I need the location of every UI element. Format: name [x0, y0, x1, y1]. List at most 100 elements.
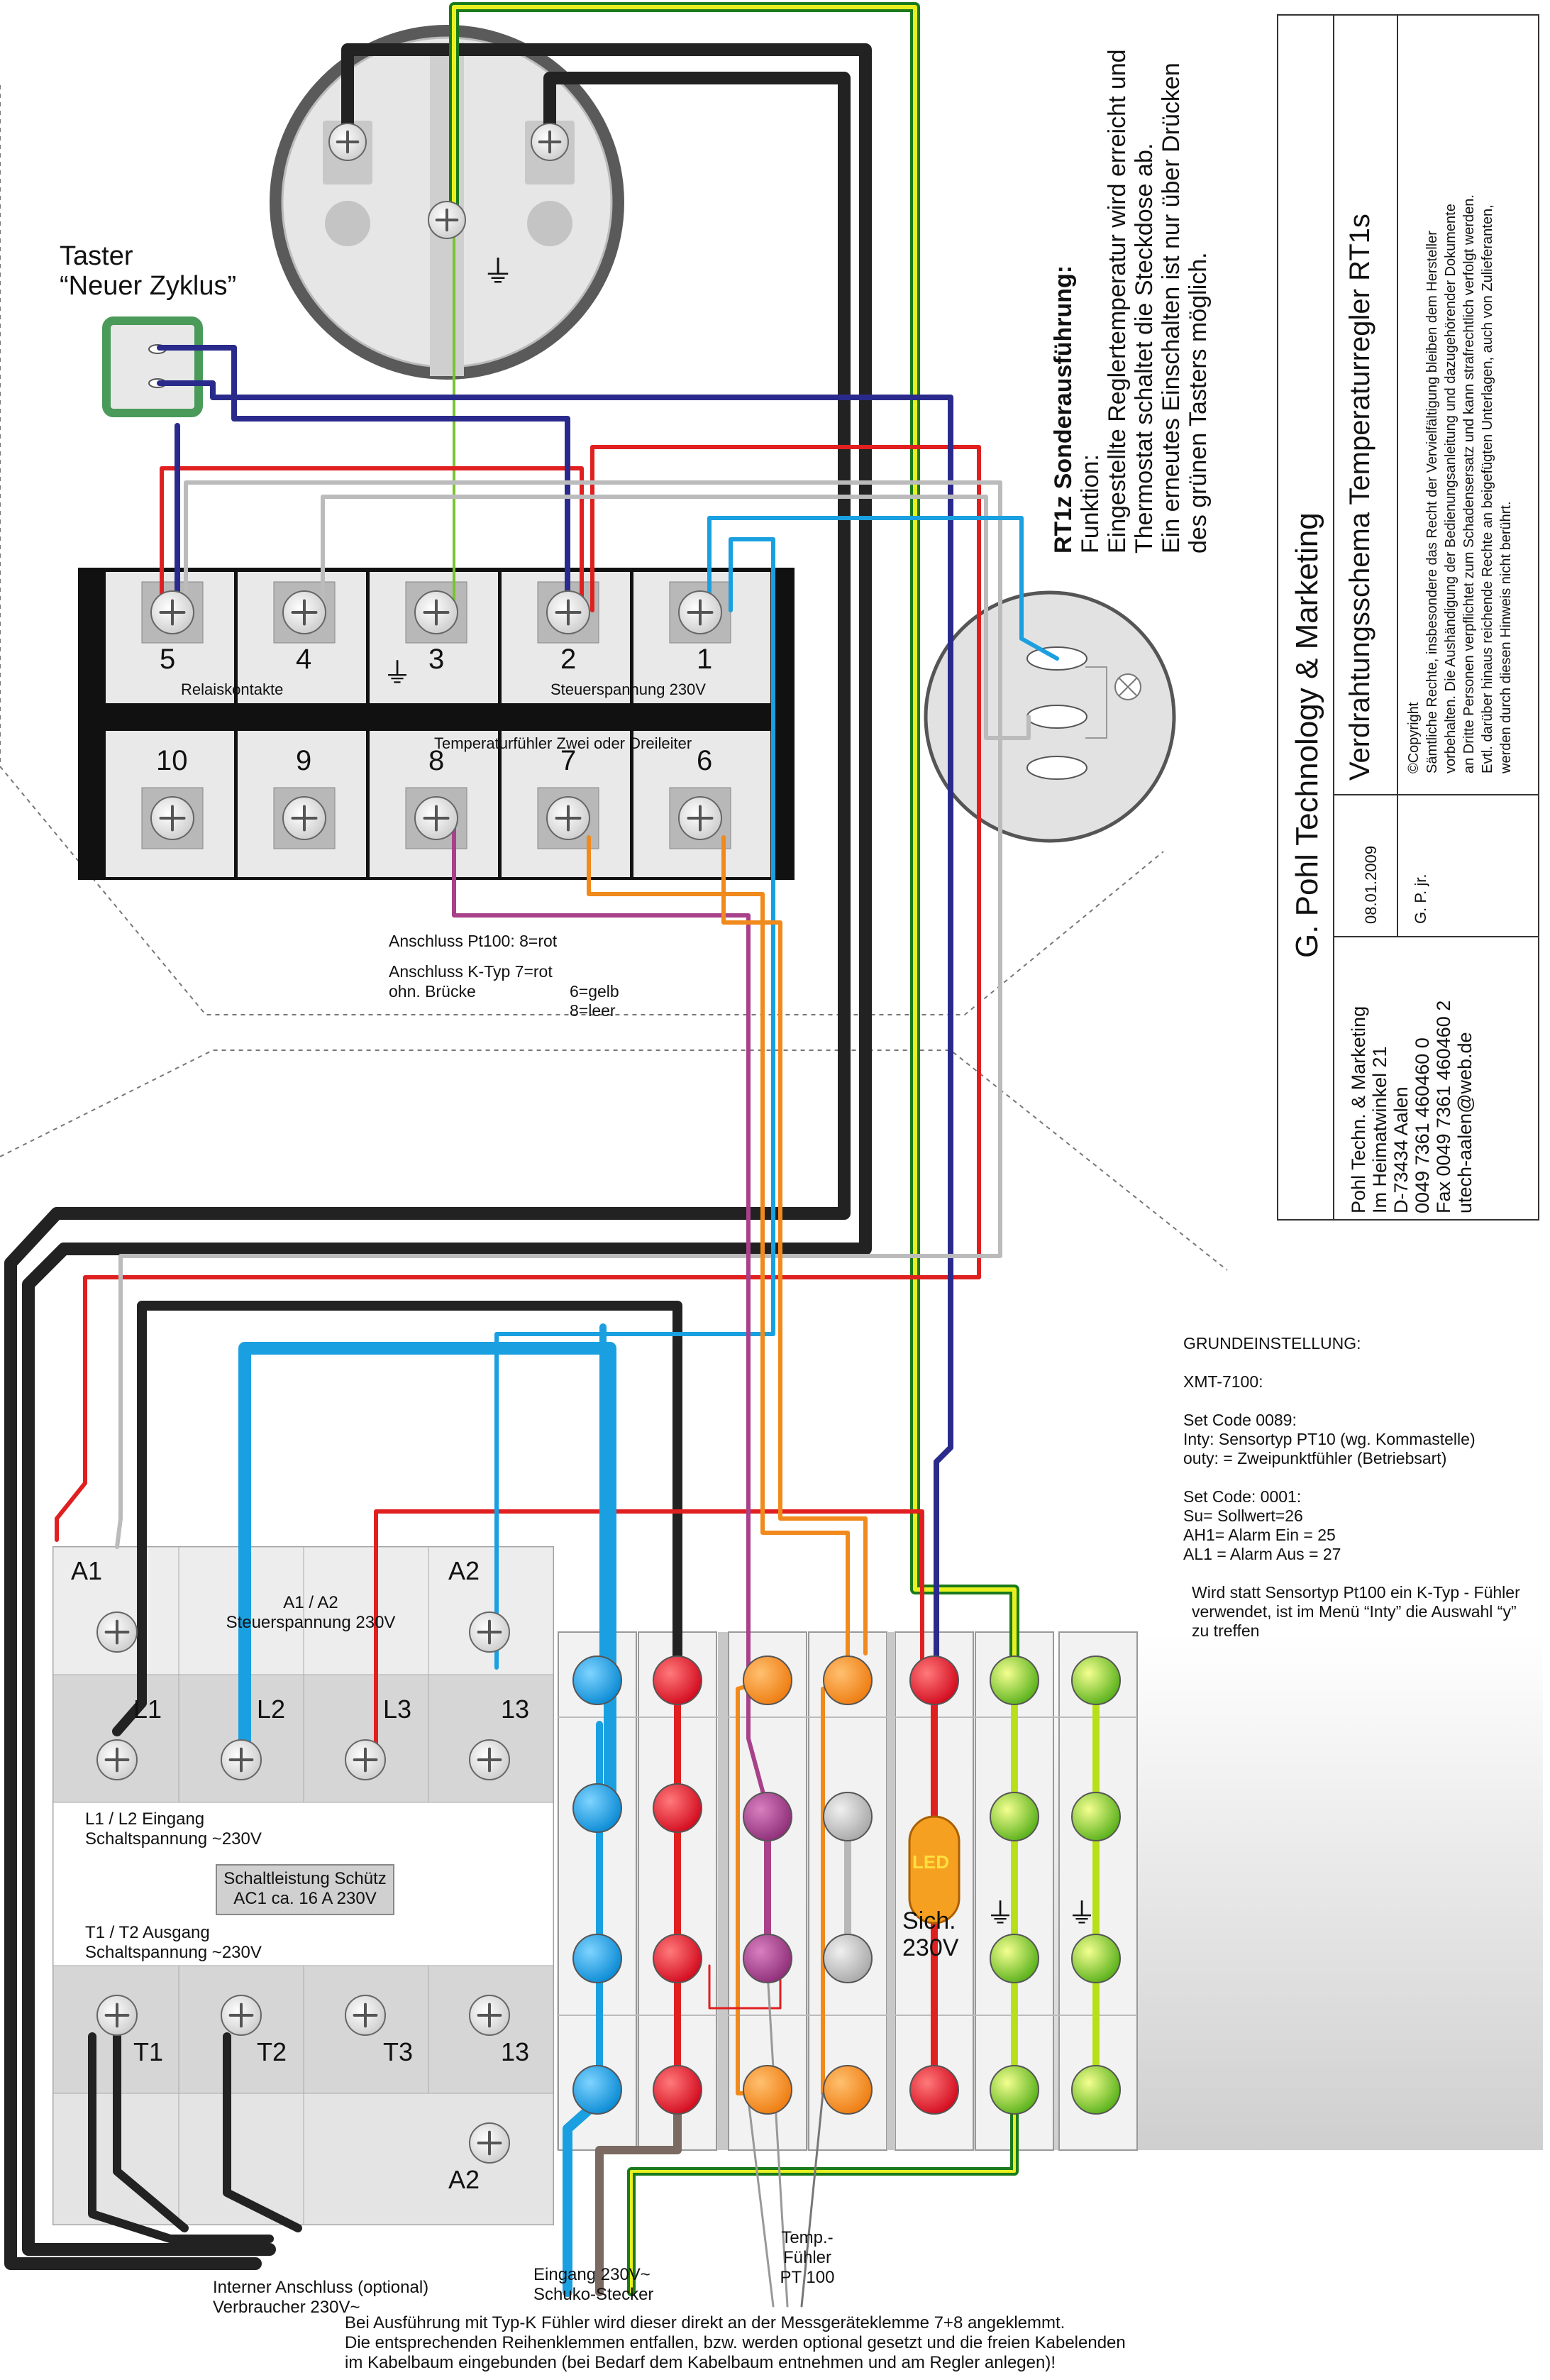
- screw-terminal: [96, 1612, 138, 1653]
- address-block: Pohl Techn. & Marketing Im Heimatwinkel …: [1348, 1001, 1476, 1213]
- footer-line3: im Kabelbaum eingebunden (bei Bedarf dem…: [345, 2353, 1056, 2372]
- screw-terminal: [345, 1739, 386, 1780]
- footer-line2: Die entsprechenden Reihenklemmen entfall…: [345, 2333, 1126, 2352]
- earth-symbol-socket: ⏚: [482, 255, 514, 290]
- terminal-number: 4: [296, 644, 312, 675]
- svg-text:⏚: ⏚: [986, 1898, 1014, 1929]
- contactor-a1: A1: [71, 1556, 103, 1585]
- copyright-head: ©Copyright: [1406, 702, 1422, 773]
- terminal-connector: [990, 1792, 1039, 1841]
- title-block: G. Pohl Technology & Marketing Verdrahtu…: [1277, 14, 1539, 1221]
- settings-code2: Set Code: 0001:: [1183, 1487, 1302, 1506]
- contactor-input-line2: Schaltspannung ~230V: [85, 1829, 262, 1849]
- contactor-control-line1: A1 / A2: [283, 1593, 338, 1612]
- button-label-line1: Taster: [60, 241, 133, 271]
- region-outline-top: [0, 85, 1228, 1271]
- screw-terminal: [469, 2122, 510, 2164]
- copyright-text: ©Copyright Sämtliche Rechte, insbesonder…: [1405, 194, 1515, 773]
- settings-note-1: Wird statt Sensortyp Pt100 ein K-Typ - F…: [1192, 1583, 1520, 1602]
- screw-terminal: [531, 123, 569, 161]
- sensor-label-line1: Temp.-Fühler: [781, 2228, 834, 2267]
- screw-terminal: [469, 1995, 510, 2036]
- screw-terminal: [282, 796, 326, 840]
- terminal-connector: [823, 2065, 873, 2115]
- ktype-note-2: ohn. Brücke: [389, 982, 476, 1001]
- relay-contacts-label: Relaiskontakte: [181, 681, 284, 698]
- fuse-label-line1: Sich.: [902, 1907, 956, 1934]
- settings-ah1: AH1= Alarm Ein = 25: [1183, 1526, 1336, 1544]
- address-line: D-73434 Aalen: [1390, 1086, 1412, 1213]
- screw-terminal: [150, 590, 194, 634]
- screw-terminal: [546, 590, 590, 634]
- pt100-note: Anschluss Pt100: 8=rot: [389, 932, 558, 950]
- title-block-frame: [1277, 14, 1539, 1221]
- contactor-rating-label: Schaltleistung Schütz AC1 ca. 16 A 230V: [220, 1869, 390, 1909]
- contactor: [52, 1546, 554, 2225]
- terminal-block: [557, 1631, 1543, 2151]
- terminal-connector: [743, 1934, 792, 1983]
- terminal-number: 7: [560, 745, 577, 776]
- settings-code1: Set Code 0089:: [1183, 1411, 1297, 1429]
- terminal-number: 10: [156, 745, 188, 776]
- rt1z-line1: Funktion:: [1077, 454, 1104, 553]
- contactor-t3: T3: [383, 2037, 414, 2066]
- settings-outy: outy: = Zweipunktfühler (Betriebsart): [1183, 1449, 1447, 1467]
- sensor-label: Temp.-Fühler PT 100: [758, 2228, 857, 2288]
- contactor-input-line1: L1 / L2 Eingang: [85, 1809, 205, 1829]
- terminal-connector: [572, 1934, 622, 1983]
- contactor-l1: L1: [133, 1695, 162, 1724]
- internal-connection-line2: Verbraucher 230V~: [213, 2298, 360, 2317]
- terminal-number: 8: [428, 745, 445, 776]
- terminal-connector: [653, 1934, 702, 1983]
- screw-terminal: [150, 796, 194, 840]
- screw-terminal: [345, 1995, 386, 2036]
- terminal-connector: [572, 2065, 622, 2115]
- drawing-title: Verdrahtungsschema Temperaturregler RT1s: [1344, 214, 1375, 781]
- terminal-connectors: [572, 1655, 1121, 2115]
- footer-note: Bei Ausführung mit Typ-K Fühler wird die…: [345, 2313, 1126, 2373]
- drawing-date: 08.01.2009: [1362, 845, 1380, 924]
- terminal-connector: [823, 1934, 873, 1983]
- led-label: LED: [912, 1851, 949, 1873]
- terminal-number: 1: [697, 644, 713, 675]
- contactor-rating-line1: Schaltleistung Schütz: [223, 1869, 387, 1888]
- address-line: Im Heimatwinkel 21: [1369, 1046, 1390, 1213]
- button-label: Taster “Neuer Zyklus”: [60, 241, 236, 301]
- input-plug-label: Eingang 230V~ Schuko-Stecker: [533, 2265, 653, 2305]
- contactor-l2: L2: [257, 1695, 286, 1724]
- settings-note-3: zu treffen: [1192, 1621, 1260, 1640]
- sensor-label-line2: PT 100: [780, 2268, 835, 2287]
- contactor-input-label: L1 / L2 Eingang Schaltspannung ~230V: [85, 1809, 262, 1849]
- internal-connection-label: Interner Anschluss (optional) Verbrauche…: [213, 2278, 428, 2318]
- screw-terminal: [96, 1739, 138, 1780]
- screw-terminal: [96, 1995, 138, 2036]
- screw-terminal: [328, 123, 367, 161]
- rt1z-description: RT1z Sonderausführung: Funktion: Eingest…: [1050, 49, 1212, 553]
- terminal-connector: [653, 1783, 702, 1833]
- address-line: Pohl Techn. & Marketing: [1348, 1006, 1369, 1213]
- copyright-line: werden durch diesen Hinweis nicht berühr…: [1498, 501, 1514, 773]
- ktype-note-4: 8=leer: [570, 1001, 616, 1020]
- copyright-line: an Dritte Personen verpflichtet zum Scha…: [1461, 194, 1477, 773]
- company-name: G. Pohl Technology & Marketing: [1290, 512, 1324, 958]
- screw-terminal: [678, 590, 722, 634]
- screw-terminal: [282, 590, 326, 634]
- address-line: Fax 0049 7361 460460 2: [1433, 1000, 1454, 1213]
- contactor-output-line2: Schaltspannung ~230V: [85, 1943, 262, 1962]
- screw-terminal: [469, 1739, 510, 1780]
- terminal-connector: [823, 1792, 873, 1841]
- settings-heading: GRUNDEINSTELLUNG:: [1183, 1334, 1361, 1352]
- ktype-note-3: 6=gelb: [570, 982, 619, 1001]
- contactor-a2: A2: [448, 1556, 480, 1585]
- terminal-connector: [909, 1655, 959, 1705]
- terminal-number: 6: [697, 745, 713, 776]
- terminal-connector: [653, 1655, 702, 1705]
- rt1z-line4: Ein erneutes Einschalten ist nur über Dr…: [1158, 62, 1185, 553]
- settings-al1: AL1 = Alarm Aus = 27: [1183, 1545, 1341, 1563]
- rt1z-heading: RT1z Sonderausführung:: [1050, 265, 1077, 553]
- terminal-connector: [743, 1655, 792, 1705]
- terminal-connector: [1071, 2065, 1121, 2115]
- sensor-terminal-label: Temperaturfühler Zwei oder Dreileiter: [434, 734, 692, 752]
- fuse-label-line2: 230V: [902, 1934, 959, 1961]
- button-label-line2: “Neuer Zyklus”: [60, 271, 237, 301]
